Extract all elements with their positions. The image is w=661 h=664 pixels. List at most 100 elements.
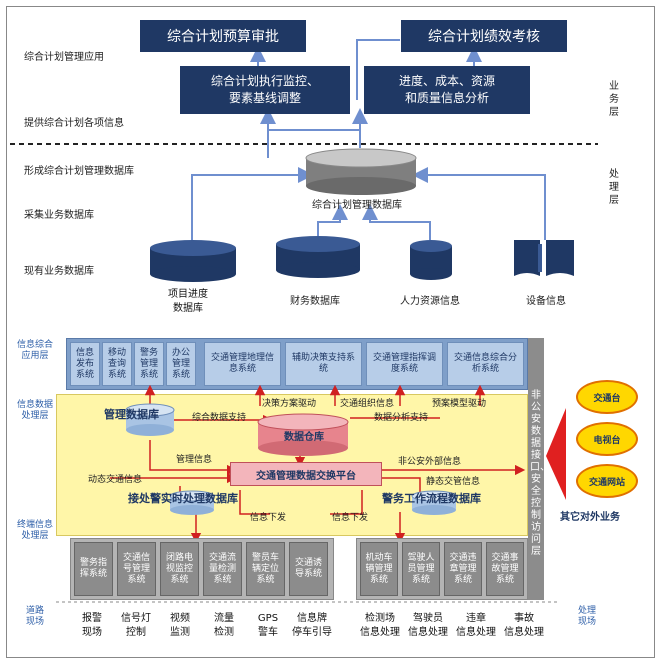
field-left-item-0: 报警现场 xyxy=(70,612,114,640)
label-collect-db: 采集业务数据库 xyxy=(24,210,94,221)
app-small-box-label-1: 移动查询系统 xyxy=(107,347,126,380)
app-small-box-label-0: 信息发布系统 xyxy=(75,347,94,380)
field-left-item-3: 流量检测 xyxy=(202,612,246,640)
app-big-box-label-1: 辅助决策支持系统 xyxy=(291,353,355,374)
terminal-left-box-5: 交通诱导系统 xyxy=(289,542,328,596)
finance-db-icon xyxy=(276,236,360,278)
label-mgmt-info: 管理信息 xyxy=(176,455,213,465)
outbound-arrow-icon xyxy=(546,408,566,500)
hr-db-icon xyxy=(410,240,452,280)
side-label-data-text: 信息数据处理层 xyxy=(16,400,53,421)
side-label-scene: 道路 现场 xyxy=(16,606,54,628)
field-left-item-line-4-0: GPS xyxy=(257,613,279,624)
progress-db-label-2: 数据库 xyxy=(173,303,203,314)
terminal-left-box-4: 警员车辆定位系统 xyxy=(246,542,285,596)
terminal-right-box-label-0: 机动车辆管理系统 xyxy=(365,552,393,585)
data-exchange-platform: 交通管理数据交换平台 xyxy=(230,462,382,486)
oval-tv-label: 电视台 xyxy=(593,435,621,446)
field-left-item-line-2-1: 监测 xyxy=(170,627,190,638)
progress-db-icon xyxy=(150,240,236,282)
terminal-right-box-2: 交通违章管理系统 xyxy=(444,542,482,596)
equipment-doc-icon xyxy=(514,240,574,276)
info-analysis-box: 进度、成本、资源 和质量信息分析 xyxy=(364,66,530,114)
side-label-proc-2: 现场 xyxy=(577,617,596,627)
label-comp-support: 综合数据支持 xyxy=(192,413,247,423)
app-big-box-label-2: 交通管理指挥调度系统 xyxy=(372,353,436,374)
app-small-box-label-2: 警务管理系统 xyxy=(139,347,158,380)
side-label-data: 信息数据处理层 xyxy=(16,400,54,422)
data-warehouse-icon xyxy=(257,413,349,456)
workflow-db-icon xyxy=(411,490,457,515)
execution-monitor-line2: 要素基线调整 xyxy=(228,91,301,105)
oval-traffic-radio-label: 交通台 xyxy=(593,393,621,404)
terminal-left-box-label-1: 交通信号管理系统 xyxy=(122,552,150,585)
field-right-item-line-3-0: 事故 xyxy=(514,613,534,624)
label-static-police: 静态交管信息 xyxy=(426,477,481,487)
side-label-terminal: 终端信息处理层 xyxy=(16,520,54,542)
app-big-box-label-0: 交通管理地理信息系统 xyxy=(210,353,274,374)
label-provide-info: 提供综合计划各项信息 xyxy=(24,118,124,129)
field-right-item-line-0-1: 信息处理 xyxy=(360,627,400,638)
field-right-row: 检测场信息处理驾驶员信息处理违章信息处理事故信息处理 xyxy=(356,612,552,646)
finance-db-label: 财务数据库 xyxy=(290,296,340,307)
terminal-left-box-label-3: 交通流量检测系统 xyxy=(208,552,236,585)
data-exchange-label: 交通管理数据交换平台 xyxy=(256,470,356,482)
label-dyn-traffic: 动态交通信息 xyxy=(88,475,143,485)
field-left-item-line-0-1: 现场 xyxy=(82,627,102,638)
progress-db-label-1: 项目进度 xyxy=(168,289,208,300)
field-left-item-line-1-0: 信号灯 xyxy=(121,613,151,624)
oval-traffic-radio: 交通台 xyxy=(576,380,638,414)
side-label-app: 信息综合应用层 xyxy=(16,340,54,362)
app-small-box-0: 信息发布系统 xyxy=(70,342,100,386)
performance-review-box: 综合计划绩效考核 xyxy=(401,20,567,52)
terminal-left-box-0: 警务指挥系统 xyxy=(74,542,113,596)
layer-process-label: 处理层 xyxy=(609,169,619,206)
field-left-item-line-3-0: 流量 xyxy=(214,613,234,624)
performance-review-label: 综合计划绩效考核 xyxy=(428,29,540,45)
side-label-road: 道路 xyxy=(25,606,44,616)
oval-traffic-website: 交通网站 xyxy=(576,464,638,498)
terminal-left-box-label-0: 警务指挥系统 xyxy=(79,558,107,579)
field-left-item-line-3-1: 检测 xyxy=(214,627,234,638)
layer-business-label: 业务层 xyxy=(609,81,619,118)
data-warehouse-label: 数据仓库 xyxy=(284,432,324,443)
app-small-row: 信息发布系统移动查询系统警务管理系统办公管理系统 xyxy=(70,342,198,386)
label-form-db: 形成综合计划管理数据库 xyxy=(24,166,134,177)
budget-approval-box: 综合计划预算审批 xyxy=(140,20,306,52)
app-big-box-0: 交通管理地理信息系统 xyxy=(204,342,281,386)
field-left-item-line-1-1: 控制 xyxy=(126,627,146,638)
equipment-db-label: 设备信息 xyxy=(526,296,566,307)
security-access-bar: 非公安数据接口、安全控制访问层 xyxy=(528,338,550,600)
terminal-left-box-label-2: 闭路电视监控系统 xyxy=(165,552,193,585)
label-plan-app: 综合计划管理应用 xyxy=(24,52,104,63)
side-label-proc-1: 处理 xyxy=(577,606,596,616)
terminal-right-row: 机动车辆管理系统驾驶人员管理系统交通违章管理系统交通事故管理系统 xyxy=(360,542,524,596)
app-small-box-label-3: 办公管理系统 xyxy=(171,347,190,380)
side-label-scene-text: 现场 xyxy=(25,617,44,627)
terminal-right-box-1: 驾驶人员管理系统 xyxy=(402,542,440,596)
info-analysis-line2: 和质量信息分析 xyxy=(404,91,489,105)
label-warn-model: 预案模型驱动 xyxy=(432,399,487,409)
realtime-db-label: 接处警实时处理数据库 xyxy=(128,492,238,505)
side-label-proc: 处理 现场 xyxy=(568,606,606,628)
side-label-app-text: 信息综合应用层 xyxy=(16,340,53,361)
other-external-label: 其它对外业务 xyxy=(560,512,620,523)
terminal-left-box-3: 交通流量检测系统 xyxy=(203,542,242,596)
terminal-right-box-label-3: 交通事故管理系统 xyxy=(491,552,519,585)
app-big-box-label-3: 交通信息综合分析系统 xyxy=(453,353,517,374)
field-right-item-line-2-0: 违章 xyxy=(466,613,486,624)
mgmt-db-icon xyxy=(125,403,175,436)
field-right-item-line-3-1: 信息处理 xyxy=(504,627,544,638)
side-label-terminal-text: 终端信息处理层 xyxy=(16,520,53,541)
app-big-row: 交通管理地理信息系统辅助决策支持系统交通管理指挥调度系统交通信息综合分析系统 xyxy=(204,342,524,386)
terminal-left-box-2: 闭路电视监控系统 xyxy=(160,542,199,596)
budget-approval-label: 综合计划预算审批 xyxy=(167,29,279,45)
label-analysis-support: 数据分析支持 xyxy=(374,413,429,423)
field-left-item-line-5-1: 停车引导 xyxy=(292,627,332,638)
field-right-item-line-2-1: 信息处理 xyxy=(456,627,496,638)
app-small-box-2: 警务管理系统 xyxy=(134,342,164,386)
label-non-police: 非公安外部信息 xyxy=(398,457,462,467)
